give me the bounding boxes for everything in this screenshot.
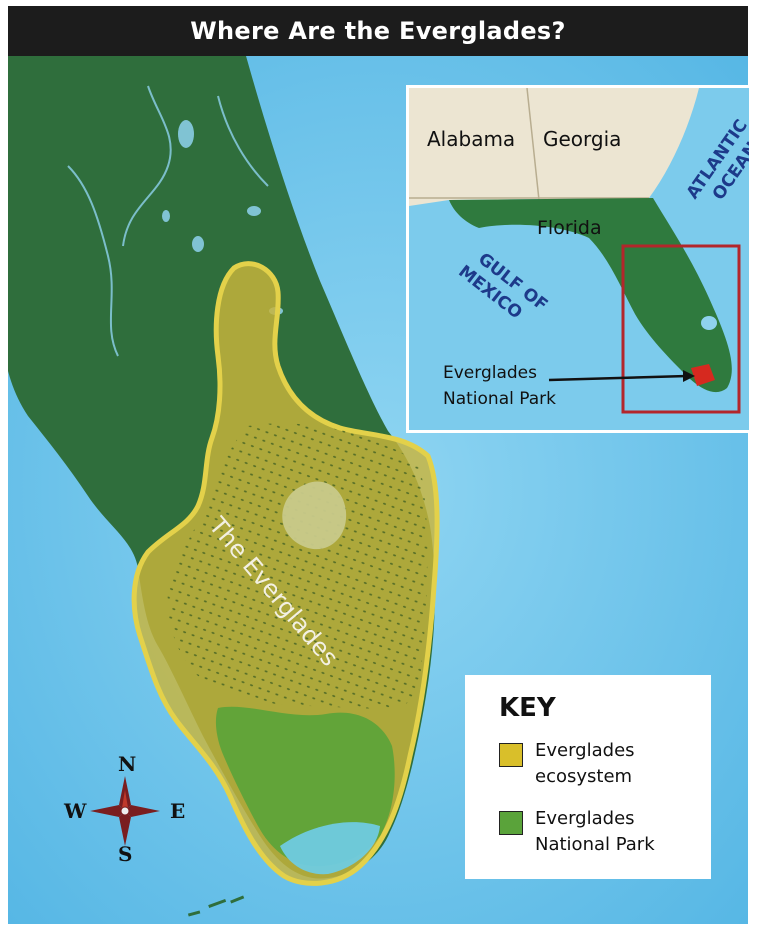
compass-s: S xyxy=(118,842,133,866)
ecosystem-texture xyxy=(167,423,428,709)
compass-star-icon xyxy=(90,776,160,846)
inset-label-georgia: Georgia xyxy=(543,127,621,151)
rivers xyxy=(67,85,269,357)
inset-highlight-box xyxy=(621,244,741,414)
compass-rose: N S W E xyxy=(64,752,185,866)
key-swatch-national-park xyxy=(499,811,523,835)
inset-callout-line1: Everglades xyxy=(443,363,537,383)
inset-map: Alabama Georgia Florida ATLANTIC OCEAN G… xyxy=(406,85,763,433)
key-label-park-line2: National Park xyxy=(535,834,655,855)
key-label-ecosystem-line1: Everglades xyxy=(535,740,635,761)
florida-keys xyxy=(187,895,245,917)
compass-e: E xyxy=(170,799,186,823)
inset-label-florida: Florida xyxy=(537,217,602,239)
compass-n: N xyxy=(118,752,137,776)
key-swatch-ecosystem xyxy=(499,743,523,767)
florida-bay xyxy=(280,822,380,875)
inset-park-marker xyxy=(691,364,715,386)
inset-callout-line2: National Park xyxy=(443,389,556,409)
map-key: KEY Everglades ecosystem Everglades Nati… xyxy=(465,675,711,879)
inset-north-states xyxy=(409,88,699,206)
key-title: KEY xyxy=(499,693,556,723)
key-label-park-line1: Everglades xyxy=(535,808,635,829)
inset-callout-arrow xyxy=(548,374,688,382)
inset-label-alabama: Alabama xyxy=(427,127,515,151)
map-figure: Where Are the Everglades? xyxy=(8,6,763,924)
key-label-ecosystem-line2: ecosystem xyxy=(535,766,633,787)
map-title: Where Are the Everglades? xyxy=(8,6,748,56)
compass-w: W xyxy=(64,799,87,823)
inset-map-graphic: Alabama Georgia Florida ATLANTIC OCEAN G… xyxy=(409,87,763,430)
lake-okeechobee xyxy=(282,481,347,550)
